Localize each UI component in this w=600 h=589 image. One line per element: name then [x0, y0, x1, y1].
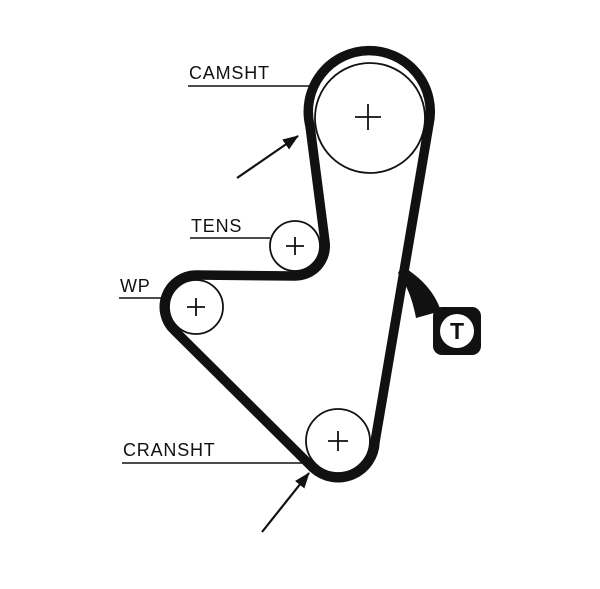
tension-marker-circle: [440, 314, 474, 348]
crankshaft-label: CRANSHT: [123, 440, 216, 460]
tensioner-center-mark: [286, 237, 304, 255]
camshaft-pulley: [314, 62, 426, 174]
timing-belt: [159, 45, 436, 483]
water-pump-label: WP: [120, 276, 151, 296]
camshaft-label: CAMSHT: [189, 63, 270, 83]
crankshaft-center-mark: [328, 431, 348, 451]
camshaft-center-mark: [355, 104, 381, 130]
tension-marker-pointer: [398, 266, 441, 318]
water-pump-center-mark: [187, 298, 205, 316]
tension-marker-letter: T: [450, 318, 464, 344]
tensioner-label: TENS: [191, 216, 242, 236]
camshaft-belt-arrow: [236, 135, 299, 179]
crankshaft-belt-arrow: [261, 472, 310, 533]
